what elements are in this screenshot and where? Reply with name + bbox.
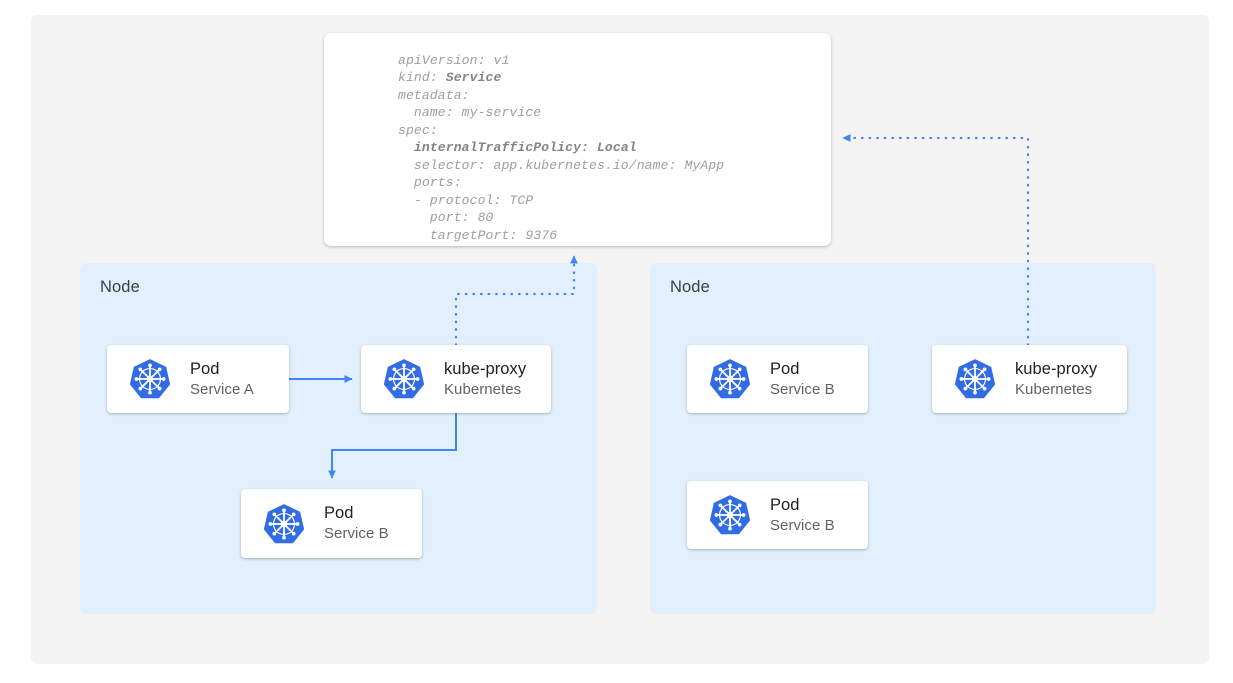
manifest-line: targetPort: 9376 <box>398 227 724 244</box>
card-title: Pod <box>324 504 354 522</box>
manifest-line: port: 80 <box>398 209 724 226</box>
card-text: kube-proxy Kubernetes <box>444 359 526 400</box>
manifest-line-text: apiVersion: v1 <box>398 53 510 68</box>
card-title: Pod <box>770 495 800 514</box>
manifest-line-text: spec: <box>398 122 438 138</box>
kubernetes-icon <box>709 495 751 535</box>
card-title: Pod <box>190 359 220 378</box>
manifest-line: selector: app.kubernetes.io/name: MyApp <box>398 157 724 174</box>
card-pod-service-b-right-node-bottom[interactable]: Pod Service B <box>687 481 868 549</box>
kubernetes-icon <box>954 359 996 399</box>
manifest-line: kind: Service <box>398 69 724 86</box>
card-text: kube-proxy Kubernetes <box>1015 359 1097 400</box>
node-label-right: Node <box>670 278 710 296</box>
manifest-line-text: kind: <box>398 70 446 86</box>
card-subtitle: Service A <box>190 380 254 398</box>
manifest-line-text: name: my-service <box>398 105 542 121</box>
manifest-line: spec: <box>398 122 724 139</box>
node-panel-right: Node <box>650 263 1156 614</box>
card-kube-proxy-node-a[interactable]: kube-proxy Kubernetes <box>361 345 551 413</box>
manifest-line-text: - protocol: TCP <box>398 192 534 208</box>
card-text: Pod Service B <box>770 359 835 400</box>
card-title: Pod <box>770 359 800 378</box>
manifest-line: ports: <box>398 174 724 191</box>
manifest-line-text: port: 80 <box>398 210 494 226</box>
manifest-line-text: ports: <box>398 175 462 191</box>
manifest-line-text: targetPort: 9376 <box>398 227 558 243</box>
manifest-line: apiVersion: v1 <box>398 52 724 69</box>
card-subtitle: Kubernetes <box>444 380 522 398</box>
manifest-line-text <box>398 140 414 155</box>
card-pod-service-b-left-node[interactable]: Pod Service B <box>241 489 422 558</box>
kubernetes-icon <box>383 359 425 399</box>
manifest-line: - protocol: TCP <box>398 192 724 209</box>
node-label-left: Node <box>100 278 140 296</box>
node-panel-left: Node <box>80 263 597 614</box>
card-pod-service-b-right-node-top[interactable]: Pod Service B <box>687 345 868 413</box>
card-title: kube-proxy <box>1015 359 1098 378</box>
card-subtitle: Service B <box>770 380 835 398</box>
kubernetes-icon <box>263 503 305 543</box>
card-pod-service-a[interactable]: Pod Service A <box>107 345 289 413</box>
card-text: Pod Service B <box>770 495 835 536</box>
kubernetes-icon <box>129 359 171 399</box>
card-subtitle: Service B <box>324 525 389 542</box>
card-subtitle: Service B <box>770 516 835 534</box>
card-text: Pod Service A <box>190 359 254 400</box>
kubernetes-icon <box>709 359 751 399</box>
manifest-line-emphasis: internalTrafficPolicy: Local <box>413 140 637 156</box>
card-kube-proxy-node-b[interactable]: kube-proxy Kubernetes <box>932 345 1127 413</box>
manifest-line: internalTrafficPolicy: Local <box>398 139 724 156</box>
manifest-line-text: metadata: <box>398 87 470 103</box>
card-title: kube-proxy <box>444 359 527 378</box>
manifest-line: name: my-service <box>398 104 724 121</box>
manifest-line-text: selector: app.kubernetes.io/name: MyApp <box>398 157 725 173</box>
card-subtitle: Kubernetes <box>1015 380 1093 398</box>
manifest-line: metadata: <box>398 87 724 104</box>
card-text: Pod Service B <box>324 503 389 544</box>
manifest-line-emphasis: Service <box>445 70 502 86</box>
